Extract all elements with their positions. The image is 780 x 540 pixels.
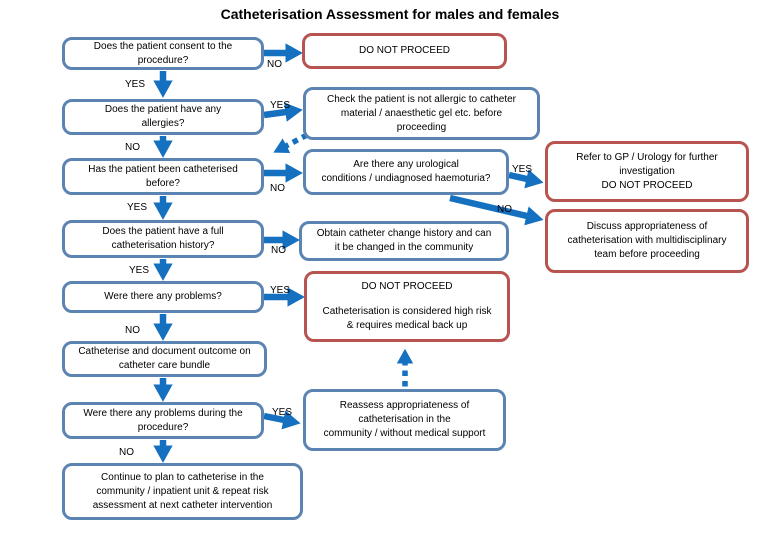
edge-label-no: NO — [125, 142, 140, 153]
node-text-line: Does the patient consent to the — [93, 40, 233, 52]
node-catheterised-before: Has the patient been catheterised before… — [62, 158, 264, 195]
arrow-urological-yes — [508, 169, 544, 189]
node-catheterise-document: Catheterise and document outcome on cath… — [62, 341, 267, 377]
node-problems-during: Were there any problems during the proce… — [62, 402, 264, 439]
node-text-line: Does the patient have a full — [102, 226, 224, 237]
node-text-line: before? — [146, 177, 180, 189]
node-text-line: & requires medical back up — [346, 320, 468, 331]
edge-label-yes: YES — [129, 265, 150, 276]
node-text-line: Check the patient is not allergic to cat… — [327, 93, 516, 105]
node-text-line: catheterisation history? — [111, 240, 215, 251]
arrow-check-dashed — [273, 132, 309, 154]
node-reassess: Reassess appropriateness of catheterisat… — [303, 389, 506, 451]
node-text-line: conditions / undiagnosed haemoturia? — [321, 173, 491, 184]
node-text-line: community / inpatient unit & repeat risk — [96, 485, 269, 497]
node-text-line: team before proceeding — [594, 249, 700, 260]
node-text-line: DO NOT PROCEED — [359, 45, 450, 56]
node-text-line: catheter care bundle — [118, 360, 211, 371]
page-title: Catheterisation Assessment for males and… — [220, 6, 560, 22]
node-text-line: catheterisation in the — [358, 414, 451, 425]
edge-label-no: NO — [125, 325, 140, 336]
edge-label-yes: YES — [125, 79, 146, 90]
node-text-line: Were there any problems during the — [83, 407, 243, 419]
node-urological: Are there any urological conditions / un… — [303, 149, 509, 195]
node-text-line: procedure? — [137, 54, 189, 66]
node-text-line: proceeding — [396, 121, 447, 133]
node-discuss-mdt: Discuss appropriateness of catheterisati… — [545, 209, 749, 273]
node-text-line: investigation — [619, 165, 675, 177]
node-text-line: Discuss appropriateness of — [586, 221, 708, 232]
node-text-line: Catheterise and document outcome on — [78, 346, 251, 357]
node-text-line: it be changed in the community — [334, 242, 474, 253]
node-text-line: Catheterisation is considered high risk — [322, 306, 492, 317]
node-any-problems: Were there any problems? — [62, 281, 264, 313]
node-text-line: catheterisation with multidisciplinary — [567, 235, 727, 246]
arrow-during-yes — [263, 410, 301, 430]
edge-label-no: NO — [271, 245, 286, 256]
edge-label-no: NO — [497, 204, 512, 215]
node-text-line: assessment at next catheter intervention — [92, 499, 273, 511]
node-heading: DO NOT PROCEED — [361, 281, 453, 292]
node-continue-plan: Continue to plan to catheterise in the c… — [62, 463, 303, 520]
node-high-risk: DO NOT PROCEED Catheterisation is consid… — [304, 271, 510, 342]
node-text-line: community / without medical support — [323, 428, 486, 439]
node-text-line: Reassess appropriateness of — [339, 400, 470, 411]
node-text-line: Continue to plan to catheterise in the — [101, 471, 264, 483]
arrow-urological-no — [449, 194, 544, 226]
arrow-allergies-yes — [263, 102, 303, 122]
edge-label-yes: YES — [512, 164, 533, 175]
node-obtain-history: Obtain catheter change history and can i… — [299, 221, 509, 261]
node-text-line: Are there any urological — [353, 159, 459, 170]
node-text-line: DO NOT PROCEED — [601, 179, 693, 191]
node-text-line: Were there any problems? — [104, 291, 222, 302]
node-text-line: Refer to GP / Urology for further — [576, 151, 718, 163]
node-allergies: Does the patient have any allergies? — [62, 99, 264, 135]
node-text-line: Does the patient have any — [104, 104, 222, 115]
node-full-history: Does the patient have a full catheterisa… — [62, 220, 264, 258]
node-do-not-proceed-top: DO NOT PROCEED — [302, 33, 507, 69]
edge-label-no: NO — [267, 59, 282, 70]
edge-label-no: NO — [119, 447, 134, 458]
node-text-line: allergies? — [141, 118, 185, 129]
node-text-line: material / anaesthetic gel etc. before — [340, 107, 503, 119]
edge-label-yes: YES — [270, 285, 291, 296]
edge-label-no: NO — [270, 183, 285, 194]
node-text-line: Has the patient been catheterised — [88, 163, 238, 175]
node-text-line: procedure? — [137, 421, 189, 433]
edge-label-yes: YES — [272, 407, 293, 418]
edge-label-yes: YES — [270, 100, 291, 111]
edge-label-yes: YES — [127, 202, 148, 213]
node-consent: Does the patient consent to the procedur… — [62, 37, 264, 70]
node-refer-gp: Refer to GP / Urology for further invest… — [545, 141, 749, 202]
node-text-line: Obtain catheter change history and can — [316, 228, 492, 239]
node-check-allergy: Check the patient is not allergic to cat… — [303, 87, 540, 140]
